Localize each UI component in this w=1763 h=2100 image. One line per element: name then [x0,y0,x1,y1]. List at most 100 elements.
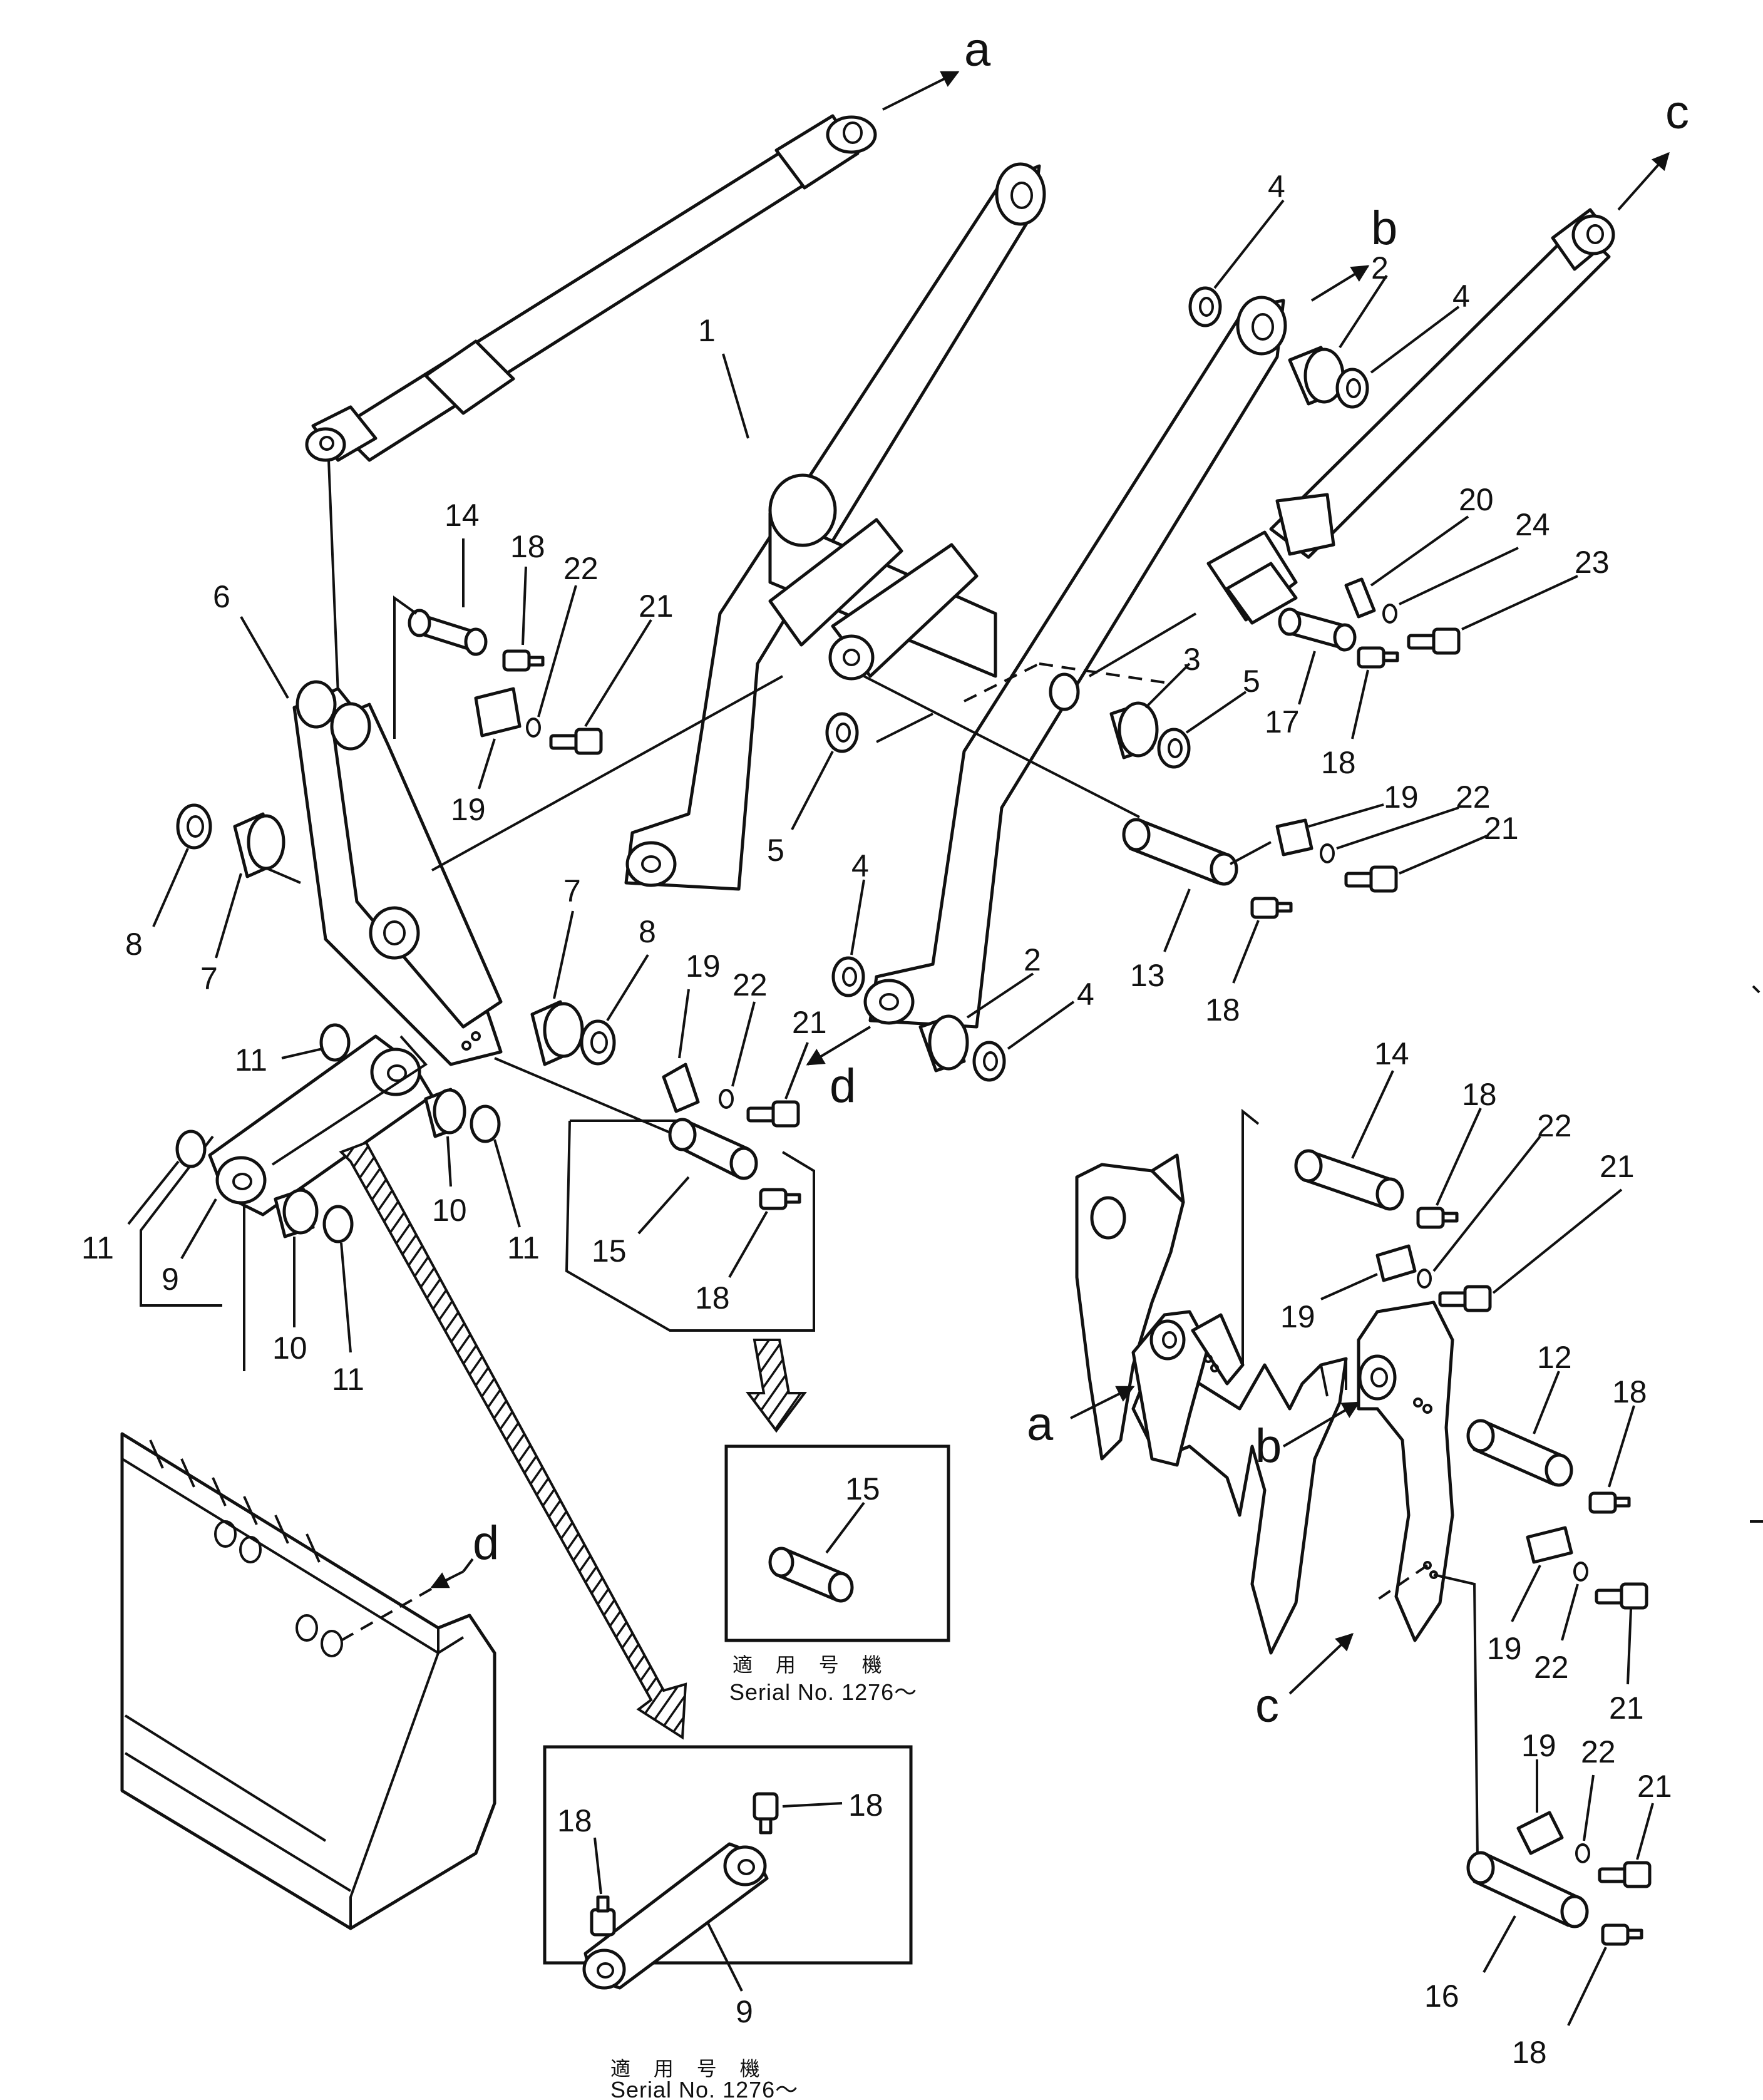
callout-4: 4 [1268,169,1285,204]
seal-4 [1335,368,1369,409]
pin-14 [1294,1149,1404,1211]
callout-21: 21 [1600,1149,1635,1184]
seal-4-hole [983,1051,998,1071]
pin-17 [1278,607,1357,652]
bolt-23 [1407,627,1461,655]
leader-22 [1583,1774,1595,1841]
bolt-21 [549,728,603,755]
plate-19 [662,1063,700,1113]
plate-20 [1344,577,1376,619]
washer-22 [1320,843,1335,863]
leader-22 [537,585,577,718]
leader-11 [340,1242,352,1353]
arrow-icon [1310,265,1370,302]
hatched-arrow-icon [746,1339,807,1433]
callout-21: 21 [792,1005,827,1040]
inset-2-leader-18b [782,1802,843,1808]
leader-2 [1339,274,1388,349]
callout-2: 2 [1371,250,1389,286]
leader-4 [1007,1001,1075,1050]
seal-4 [1188,286,1222,327]
pin-13-ref [1230,841,1272,865]
seal-8 [580,1019,616,1066]
grease-fitting-18 [1601,1923,1643,1946]
inset-2-leader-9 [706,1922,743,1992]
leader-18 [1567,1947,1607,2026]
leader-7 [553,910,574,999]
grease-fitting-18 [1250,897,1293,919]
leader-5 [791,751,834,830]
link-bracket [140,1135,222,1307]
arrow-icon [1070,1386,1135,1419]
arrow-icon [806,1026,871,1066]
leader-11 [493,1139,521,1228]
cylinder-ref-line [327,460,339,696]
callout-12: 12 [1537,1340,1572,1375]
callout-19: 19 [451,792,486,827]
bushing-10 [424,1088,466,1138]
inset-2-callout-18a: 18 [557,1803,592,1838]
leader-18 [728,1211,768,1278]
ref-letter-d-mid: d [830,1059,856,1113]
callout-3: 3 [1183,642,1201,677]
seal-8-hole [187,815,204,838]
bolt-21 [1438,1285,1492,1312]
callout-19: 19 [1384,780,1419,815]
ref-letter-a-frame: a [1027,1397,1054,1451]
inset-2-link-9 [582,1842,769,1990]
plate-19 [1375,1244,1417,1282]
leader-18 [1351,669,1369,739]
linkage-line [1088,612,1197,677]
pin-14-bracket [393,595,418,739]
callout-4: 4 [851,848,869,883]
pin-16 [1466,1851,1589,1928]
callout-11: 11 [81,1230,114,1265]
leader-14 [1351,1070,1394,1159]
leader-10 [446,1136,452,1187]
callout-19: 19 [1521,1728,1556,1763]
bushing-10 [274,1188,319,1238]
callout-15: 15 [592,1233,627,1269]
inset-2-applicable-label: 適 用 号 機 [610,2057,769,2080]
washer-24 [1382,604,1397,624]
linkage-line [863,675,1140,818]
callout-22: 22 [1456,780,1491,815]
leader-15 [637,1176,690,1235]
leader-18 [1436,1108,1482,1206]
inset-1-leader-15 [825,1501,865,1554]
bolt-21 [746,1100,800,1128]
leader-21 [1627,1608,1632,1685]
callout-18: 18 [695,1280,730,1315]
arrow-icon [882,71,960,111]
arrow-icon [1288,1633,1354,1695]
inset-1-applicable-label: 適 用 号 機 [732,1654,891,1676]
grease-fitting-18 [502,649,545,672]
inset-2-grease-fitting [753,1792,779,1835]
washer-22 [1573,1562,1588,1582]
bucket-ref-line [462,1558,474,1573]
callout-19: 19 [1280,1299,1315,1334]
linkage-line [494,1057,702,1147]
callout-19: 19 [1487,1631,1522,1666]
callout-22: 22 [1534,1650,1569,1685]
leader-7 [215,873,242,959]
arrow-icon [1282,1401,1360,1448]
leader-1 [722,353,749,439]
inset-2-grease-fitting [590,1895,616,1937]
bushing-2 [1288,346,1345,406]
callout-22: 22 [563,551,599,586]
plate-19 [474,687,522,738]
seal-5-hole [1168,738,1183,758]
callout-8: 8 [639,914,656,949]
ref-letter-d-bottom: d [473,1516,499,1570]
seal-11 [319,1023,351,1062]
callout-19: 19 [686,949,721,984]
seal-4-hole [1346,378,1361,398]
callout-7: 7 [200,961,218,996]
bushing-7 [233,812,285,878]
leader-19 [678,989,690,1059]
seal-4-hole [842,967,857,987]
ref-letter-a-top: a [964,23,991,76]
seal-11 [470,1104,501,1143]
seal-5-hole [836,723,851,743]
